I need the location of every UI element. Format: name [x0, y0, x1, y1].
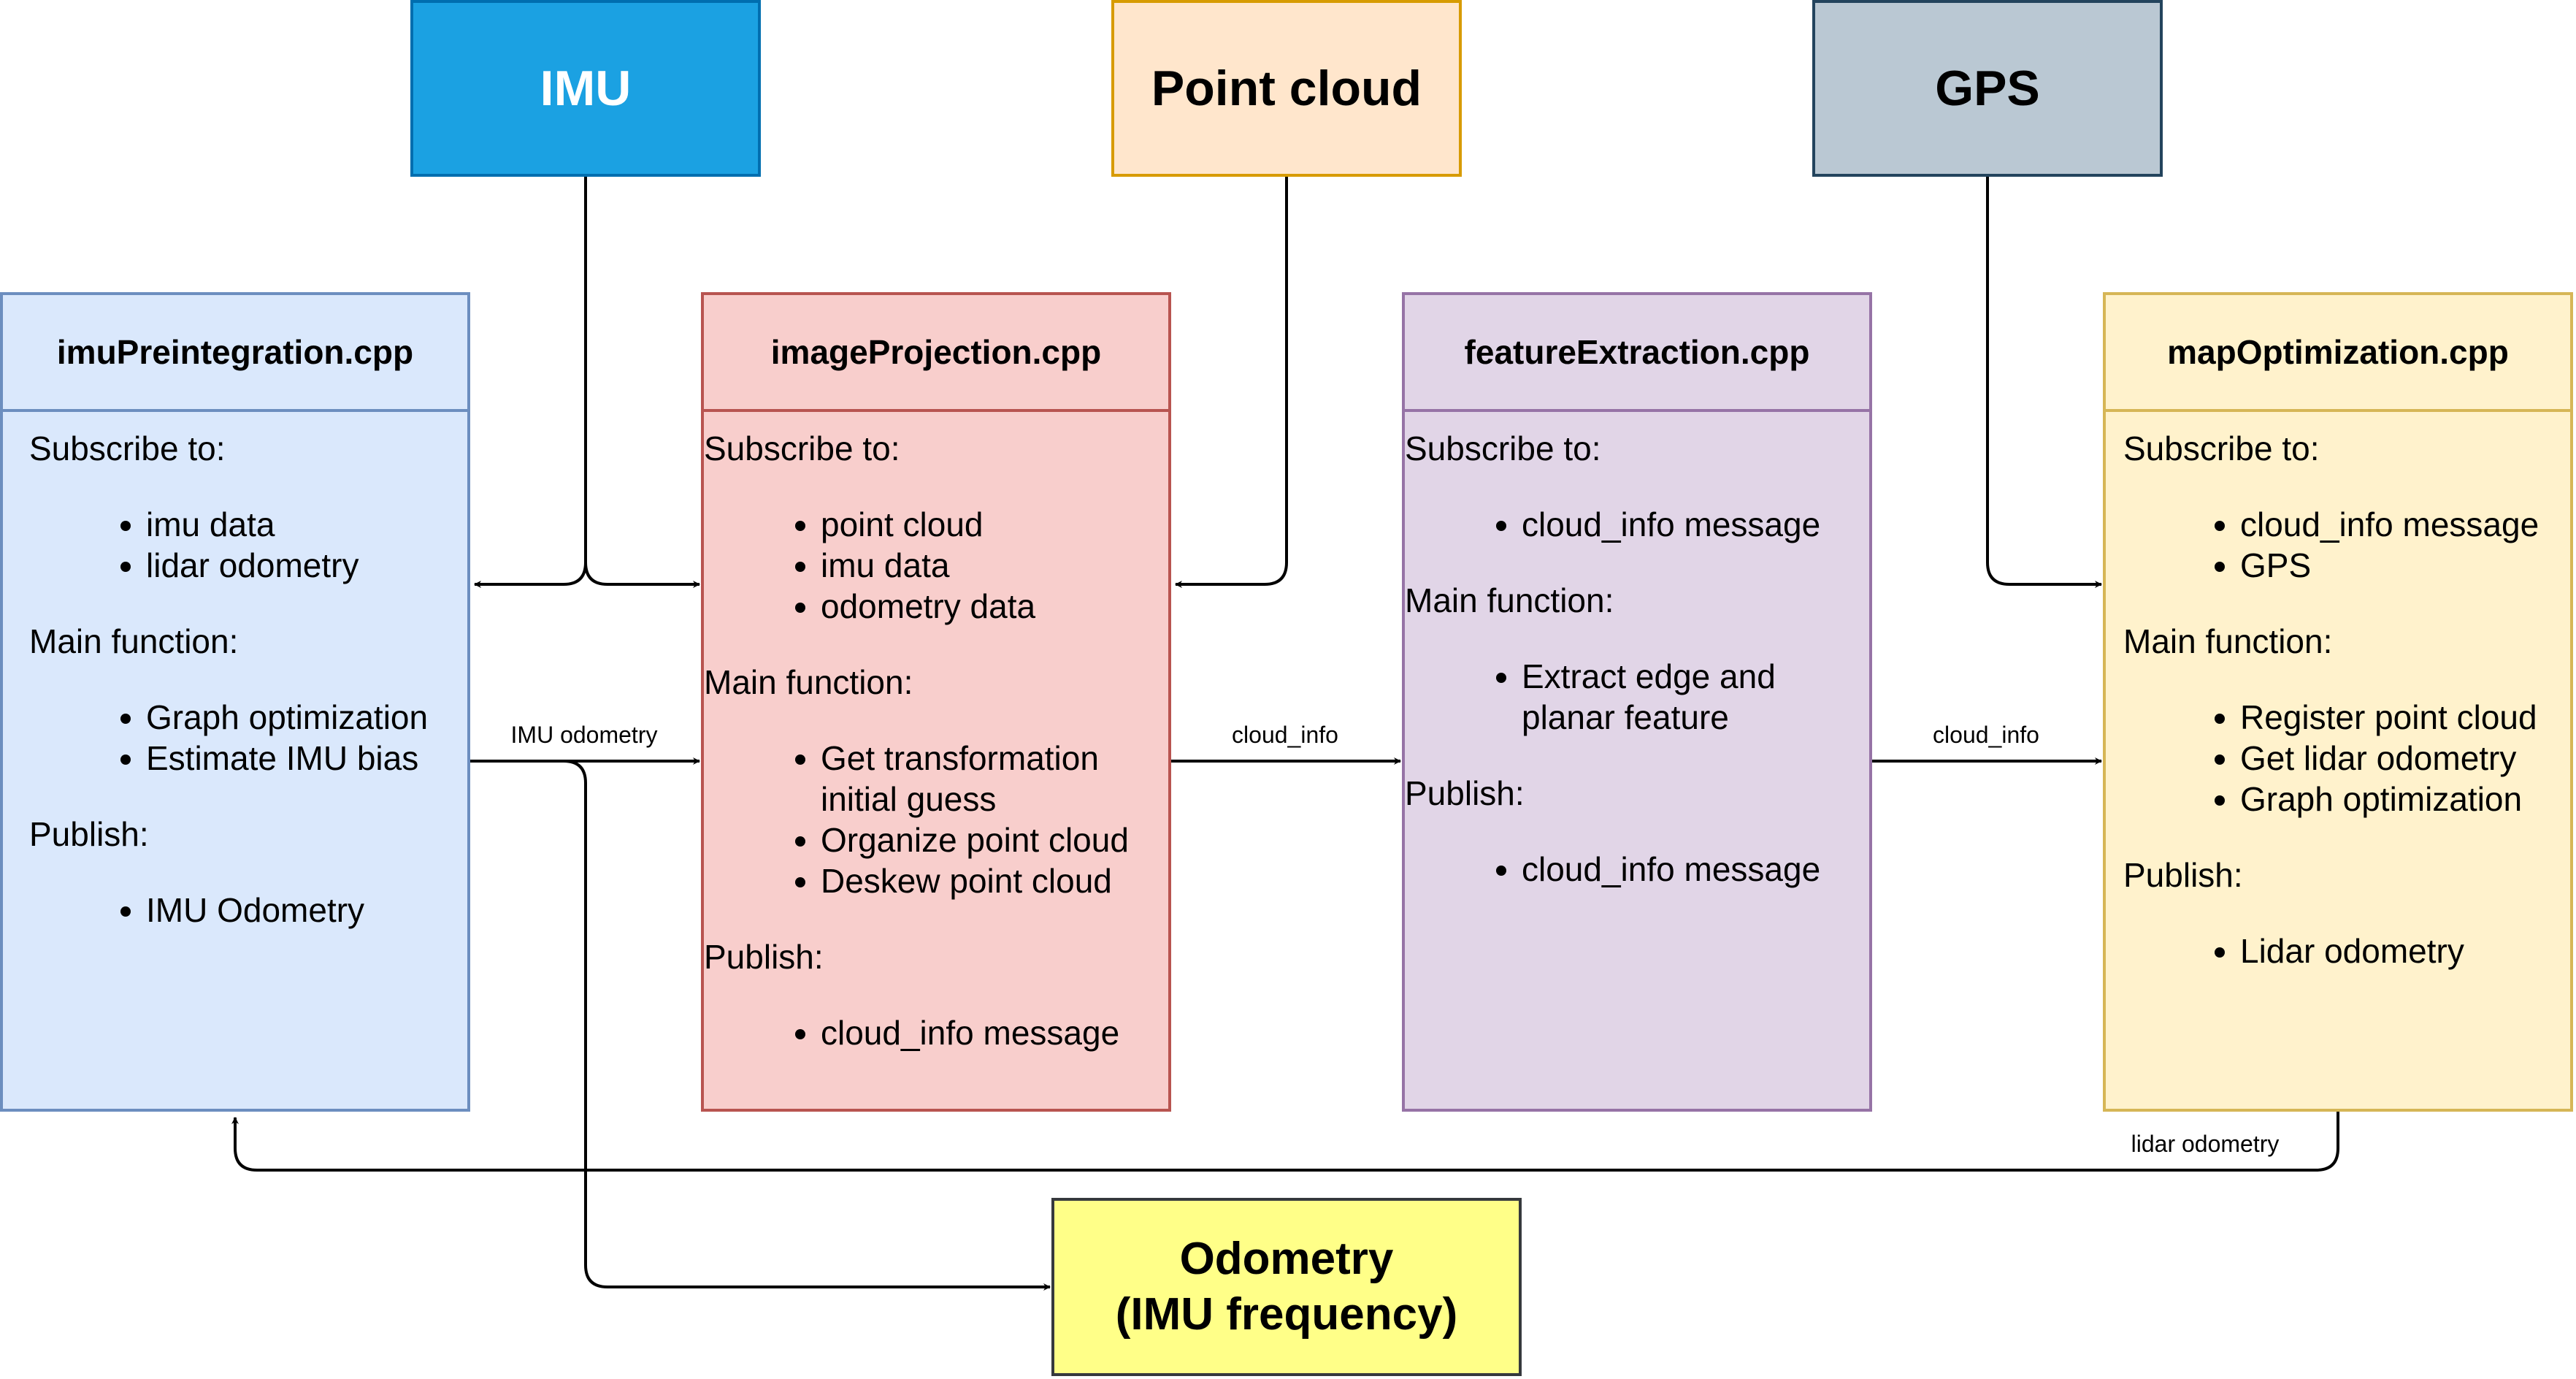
imu-source-box: IMU	[410, 0, 761, 177]
list-item: Organize point cloud	[821, 820, 1168, 860]
edge-gps-to-map-optimization	[1986, 175, 2102, 588]
list-item: cloud_info message	[2240, 504, 2570, 545]
publish-list: Lidar odometry	[2123, 931, 2570, 971]
list-item: imu data	[821, 545, 1168, 586]
edge-label-lidar-odometry: lidar odometry	[2126, 1131, 2284, 1158]
map-optimization-module: mapOptimization.cpp Subscribe to: cloud_…	[2103, 292, 2573, 1112]
edge-imu-to-image-projection	[584, 175, 700, 588]
module-title: imageProjection.cpp	[704, 295, 1168, 412]
main-function-label: Main function:	[29, 622, 239, 660]
list-item: point cloud	[821, 504, 1168, 545]
list-item: imu data	[146, 504, 467, 545]
publish-label: Publish:	[2123, 856, 2243, 894]
imu-preintegration-module: imuPreintegration.cpp Subscribe to: imu …	[0, 292, 470, 1112]
gps-source-box: GPS	[1812, 0, 2163, 177]
main-function-label: Main function:	[704, 663, 913, 701]
list-item: Register point cloud	[2240, 697, 2570, 738]
edge-lidar-odometry	[231, 1112, 2339, 1172]
module-title: featureExtraction.cpp	[1405, 295, 1869, 412]
subscribe-list: imu data lidar odometry	[29, 504, 467, 586]
list-item: Graph optimization	[146, 697, 467, 738]
odometry-output-box: Odometry (IMU frequency)	[1051, 1198, 1522, 1376]
main-function-list: Graph optimization Estimate IMU bias	[29, 697, 467, 779]
image-projection-module: imageProjection.cpp Subscribe to: point …	[701, 292, 1171, 1112]
subscribe-label: Subscribe to:	[29, 429, 226, 467]
subscribe-label: Subscribe to:	[1405, 429, 1601, 467]
list-item: lidar odometry	[146, 545, 467, 586]
edge-to-odometry-output	[563, 760, 1051, 1291]
feature-extraction-module: featureExtraction.cpp Subscribe to: clou…	[1402, 292, 1872, 1112]
main-function-list: Get transformation initial guess Organiz…	[704, 738, 1168, 901]
list-item: Get lidar odometry	[2240, 738, 2570, 779]
main-function-list: Register point cloud Get lidar odometry …	[2123, 697, 2570, 820]
list-item: GPS	[2240, 545, 2570, 586]
imu-source-label: IMU	[540, 61, 632, 116]
edge-label-imu-odometry: IMU odometry	[506, 722, 662, 749]
point-cloud-source-box: Point cloud	[1111, 0, 1462, 177]
edge-label-cloud-info-2: cloud_info	[1928, 722, 2044, 749]
publish-list: cloud_info message	[1405, 849, 1869, 890]
module-title: mapOptimization.cpp	[2106, 295, 2570, 412]
list-item: odometry data	[821, 586, 1168, 627]
subscribe-list: point cloud imu data odometry data	[704, 504, 1168, 627]
list-item: Lidar odometry	[2240, 931, 2570, 971]
edge-label-cloud-info-1: cloud_info	[1227, 722, 1343, 749]
list-item: IMU Odometry	[146, 890, 467, 931]
list-item: Graph optimization	[2240, 779, 2570, 820]
main-function-label: Main function:	[1405, 581, 1614, 619]
odometry-output-line1: Odometry	[1179, 1234, 1394, 1284]
publish-list: cloud_info message	[704, 1012, 1168, 1053]
list-item: Deskew point cloud	[821, 860, 1168, 901]
list-item: Extract edge and planar feature	[1522, 656, 1799, 738]
list-item: cloud_info message	[1522, 849, 1869, 890]
publish-label: Publish:	[29, 815, 149, 853]
edge-imu-to-imu-preintegration	[474, 175, 587, 588]
module-title: imuPreintegration.cpp	[3, 295, 467, 412]
subscribe-list: cloud_info message GPS	[2123, 504, 2570, 586]
main-function-list: Extract edge and planar feature	[1405, 656, 1869, 738]
publish-list: IMU Odometry	[29, 890, 467, 931]
point-cloud-source-label: Point cloud	[1151, 61, 1422, 116]
list-item: cloud_info message	[1522, 504, 1869, 545]
edge-point-cloud-to-image-projection	[1175, 175, 1288, 588]
subscribe-list: cloud_info message	[1405, 504, 1869, 545]
gps-source-label: GPS	[1935, 61, 2040, 116]
list-item: cloud_info message	[821, 1012, 1168, 1053]
publish-label: Publish:	[1405, 774, 1525, 812]
list-item: Estimate IMU bias	[146, 738, 467, 779]
list-item: Get transformation initial guess	[821, 738, 1168, 820]
main-function-label: Main function:	[2123, 622, 2333, 660]
odometry-output-line2: (IMU frequency)	[1115, 1289, 1458, 1340]
publish-label: Publish:	[704, 938, 824, 976]
subscribe-label: Subscribe to:	[2123, 429, 2320, 467]
subscribe-label: Subscribe to:	[704, 429, 900, 467]
